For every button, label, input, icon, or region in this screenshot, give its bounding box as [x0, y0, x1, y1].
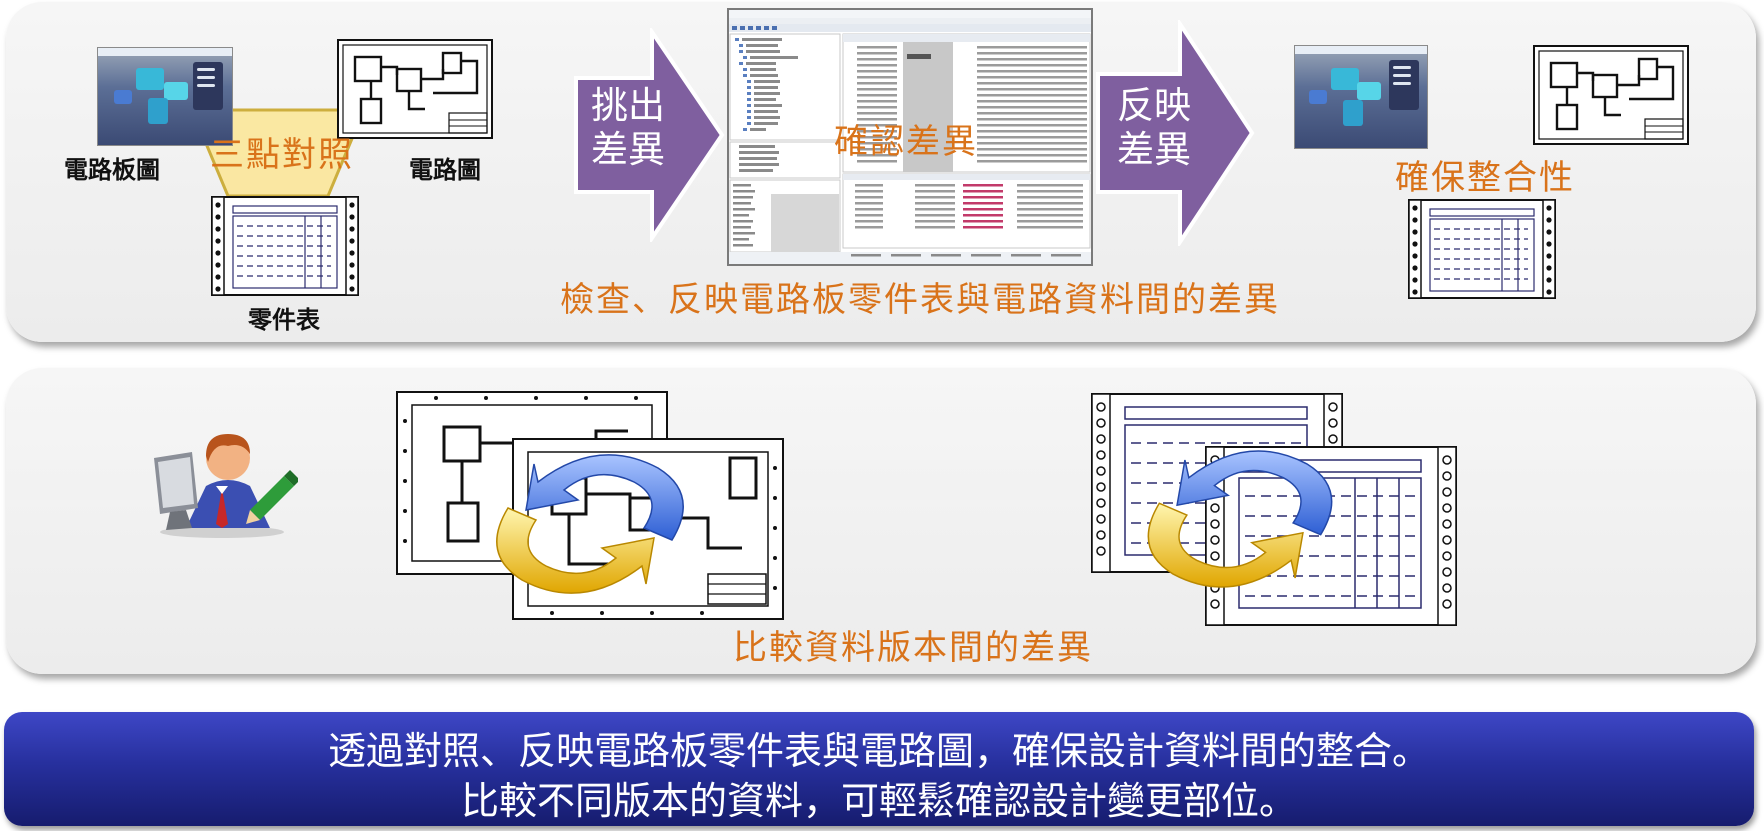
- parts-list-compare-cycle-icon: [1147, 450, 1333, 588]
- confirm-differences-label: 確認差異: [834, 122, 978, 162]
- reflect-differences-text: 反映差異: [1117, 84, 1191, 171]
- pcb-drawing-label: 電路板圖: [64, 156, 160, 184]
- circuit-compare-cycle-icon: [496, 454, 684, 594]
- top-panel-caption: 檢查、反映電路板零件表與電路資料間的差異: [560, 280, 1280, 320]
- extract-differences-arrow: [574, 28, 725, 242]
- bottom-panel-caption: 比較資料版本間的差異: [733, 628, 1093, 668]
- circuit-drawing-thumbnail-right: [1533, 45, 1689, 145]
- pcb-drawing-thumbnail: [97, 47, 233, 146]
- reflect-differences-arrow: [1096, 20, 1255, 246]
- summary-line-2: 比較不同版本的資料，可輕鬆確認設計變更部位。: [460, 779, 1297, 823]
- designer-at-computer-icon: [154, 434, 298, 538]
- summary-banner: 透過對照、反映電路板零件表與電路圖，確保設計資料間的整合。 比較不同版本的資料，…: [4, 712, 1754, 826]
- version-compare-panel: [6, 368, 1756, 674]
- parts-list-thumbnail-right: [1408, 199, 1556, 299]
- three-point-comparison-label: 三點對照: [210, 135, 354, 175]
- circuit-drawing-label: 電路圖: [409, 156, 481, 184]
- diff-check-window: [727, 8, 1093, 266]
- circuit-drawing-thumbnail: [337, 39, 493, 139]
- pcb-drawing-thumbnail-right: [1294, 45, 1428, 149]
- summary-line-1: 透過對照、反映電路板零件表與電路圖，確保設計資料間的整合。: [327, 729, 1430, 773]
- parts-list-label: 零件表: [248, 306, 320, 334]
- parts-list-thumbnail: [211, 196, 359, 296]
- extract-differences-text: 挑出差異: [591, 84, 665, 171]
- ensure-consistency-label: 確保整合性: [1395, 158, 1575, 198]
